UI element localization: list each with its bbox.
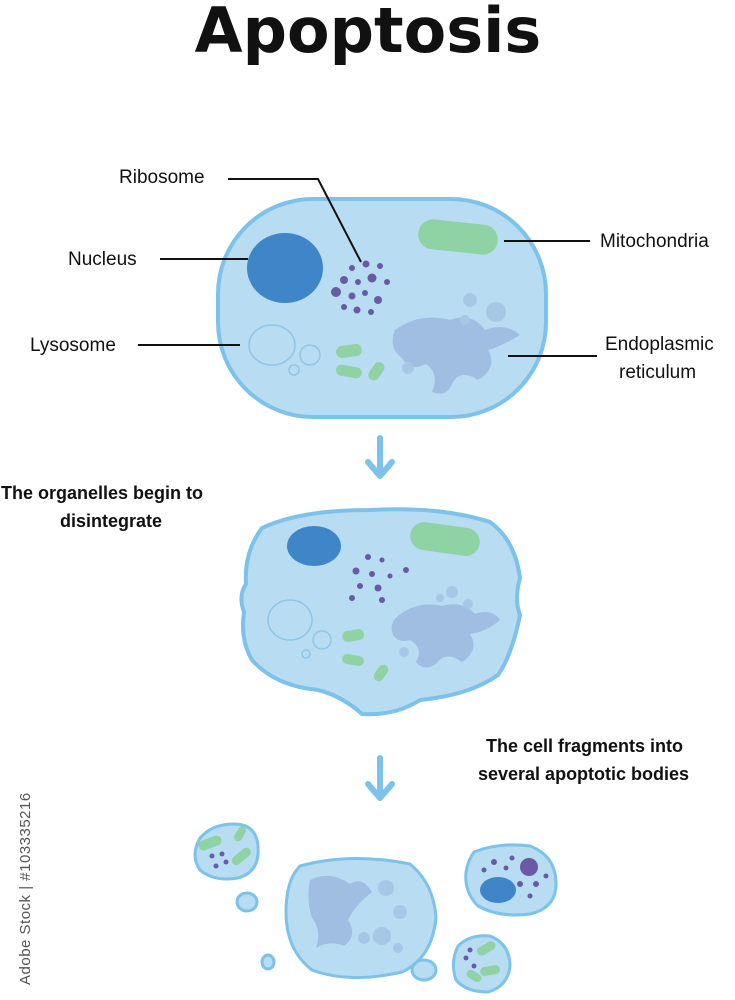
nucleus-organelle xyxy=(247,233,323,303)
mitochondrion-organelle xyxy=(418,219,498,255)
ribosome-label: Ribosome xyxy=(119,167,205,188)
small-bleb xyxy=(235,891,259,913)
green-fragments xyxy=(342,629,389,682)
small-bleb xyxy=(410,958,438,982)
stock-id-text: Adobe Stock | #103335216 xyxy=(17,792,34,985)
mitochondria-label: Mitochondria xyxy=(600,231,709,252)
endoplasmic-reticulum xyxy=(392,293,520,394)
apoptotic-body-bottom-right xyxy=(451,934,512,994)
arrow-down-icon xyxy=(365,435,395,479)
apoptotic-body-right xyxy=(464,843,558,917)
diagram-title: Apoptosis xyxy=(195,0,542,67)
step2-caption-line1: The cell fragments into xyxy=(486,736,683,756)
lysosome-label: Lysosome xyxy=(30,335,116,356)
small-bleb xyxy=(260,953,276,971)
arrow-down-icon xyxy=(365,755,395,801)
shrinking-nucleus xyxy=(287,526,341,566)
small-green-organelles xyxy=(336,344,385,381)
mitochondrion-fragment xyxy=(410,522,480,556)
step1-caption-line1: The organelles begin to xyxy=(1,483,203,503)
lysosome-group xyxy=(248,324,321,376)
disintegrating-cell xyxy=(239,507,523,717)
scattered-ribosomes xyxy=(349,554,409,603)
er-label-line1: Endoplasmic xyxy=(605,334,714,355)
ribosome-leader-line xyxy=(228,178,362,263)
step2-caption-line2: several apoptotic bodies xyxy=(478,764,689,784)
nucleus-label: Nucleus xyxy=(68,249,137,270)
ribosome-cluster xyxy=(331,260,390,315)
apoptotic-body-top-left xyxy=(193,822,260,881)
apoptotic-body-center xyxy=(284,856,438,979)
healthy-cell xyxy=(216,197,548,419)
er-fragments xyxy=(391,586,500,668)
lysosome-fragments xyxy=(267,599,332,659)
er-label-line2: reticulum xyxy=(619,362,696,383)
step1-caption-line2: disintegrate xyxy=(60,511,162,531)
apoptotic-bodies xyxy=(193,822,558,994)
organelle-labels: Ribosome Nucleus Mitochondria Lysosome E… xyxy=(30,167,714,383)
